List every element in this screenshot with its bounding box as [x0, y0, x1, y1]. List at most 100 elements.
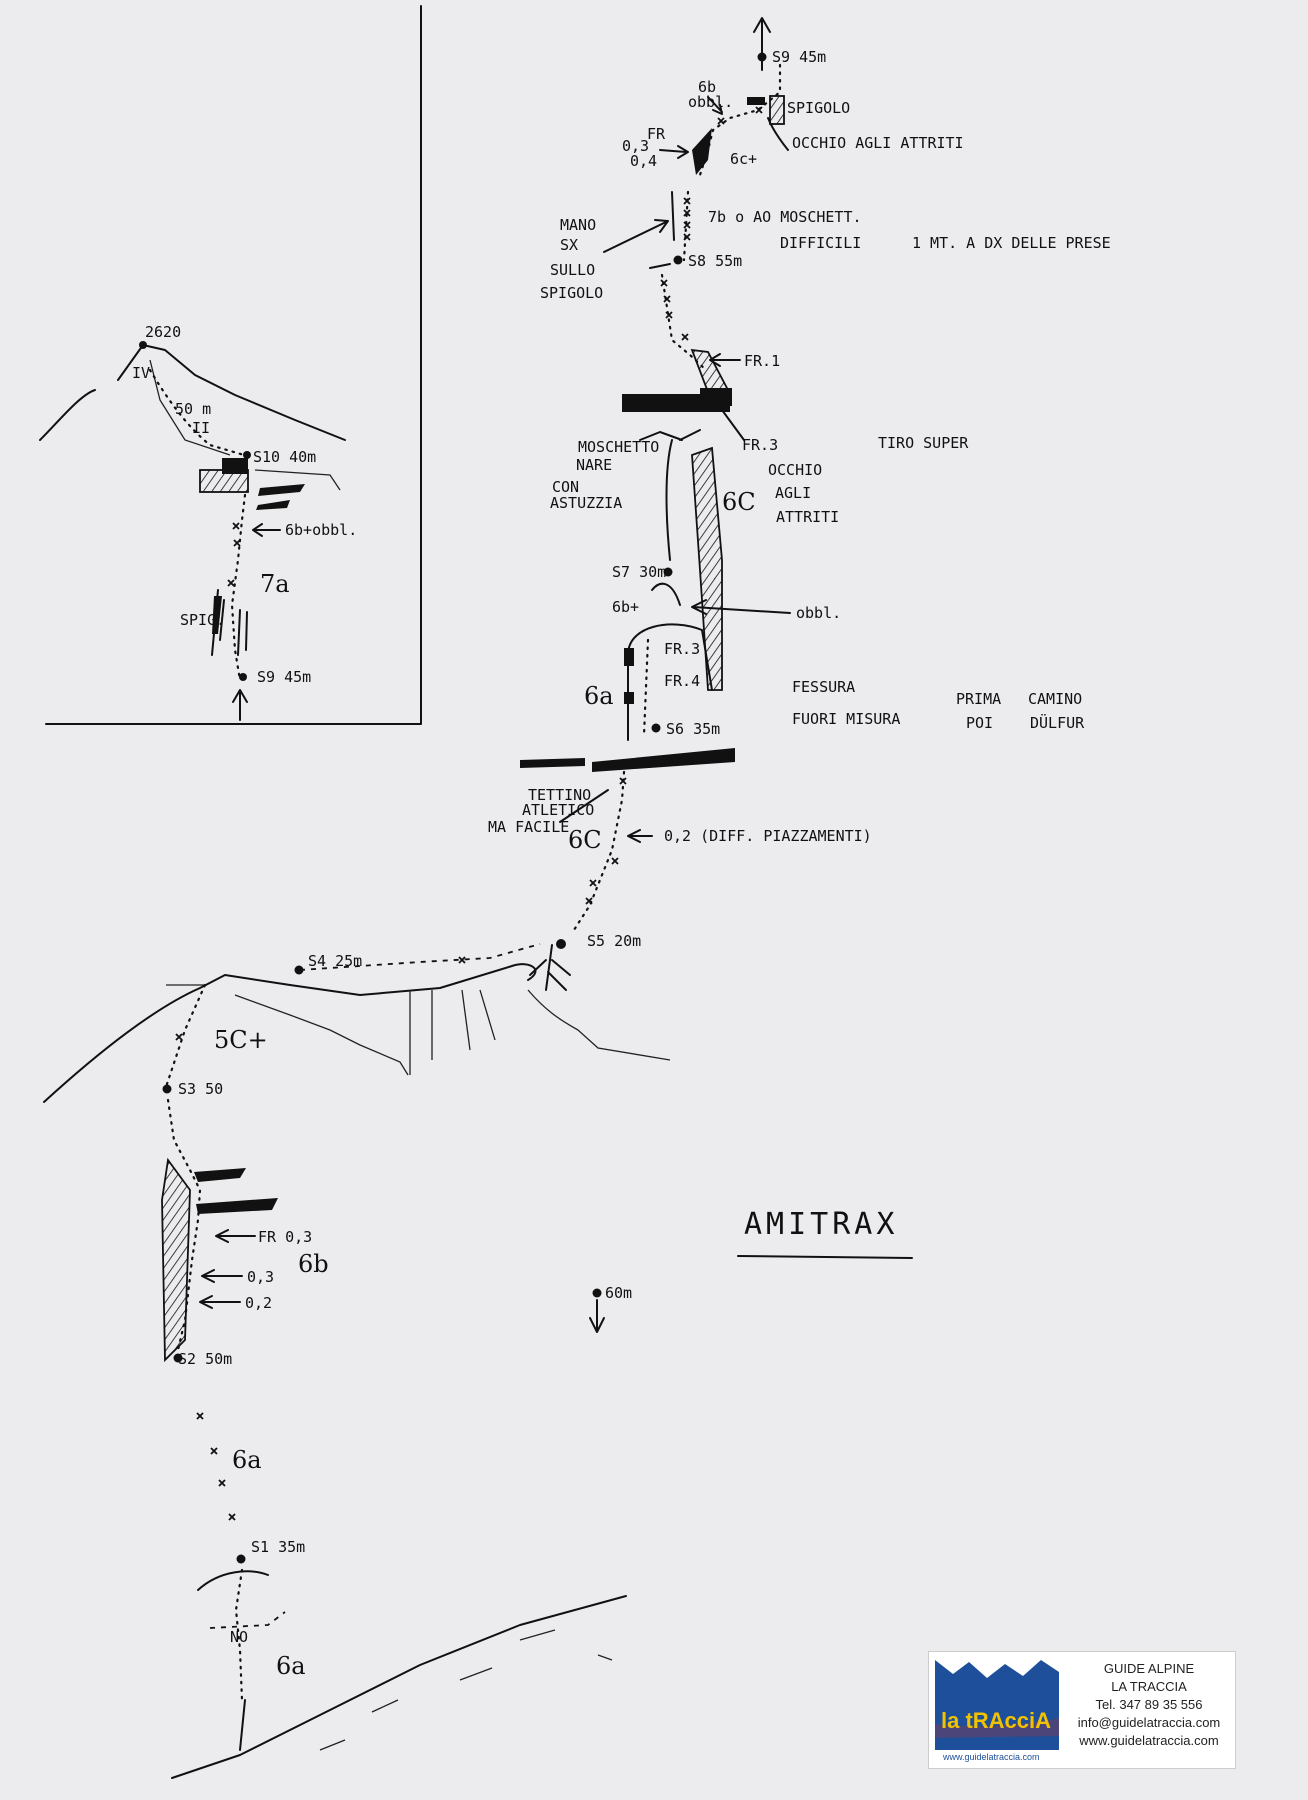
route-s6-s7	[642, 638, 650, 737]
title-underline	[737, 1255, 913, 1259]
chimney-top	[679, 429, 701, 441]
roof-band-right	[592, 748, 735, 772]
s4-dot	[294, 965, 304, 975]
diff-piazz: 0,2 (DIFF. PIAZZAMENTI)	[664, 827, 872, 845]
inset-s10-dot	[243, 451, 251, 459]
contact-phone: Tel. 347 89 35 556	[1095, 1697, 1203, 1712]
bolts-s8	[660, 279, 689, 341]
route-title: AMITRAX	[744, 1207, 898, 1242]
fr3-label-a: FR.3	[742, 436, 778, 454]
v02-arrow	[199, 1295, 241, 1309]
diff-arrow	[627, 829, 653, 843]
ground-marks	[319, 1629, 613, 1751]
bolts-s5	[585, 777, 627, 905]
fr4-label: FR.4	[664, 672, 700, 690]
fr03-arrow	[215, 1229, 256, 1243]
fr-arrow	[659, 145, 689, 159]
s5-label: S5 20m	[587, 932, 641, 950]
ledge-underside	[166, 984, 409, 1076]
inset-ridge-left	[39, 389, 96, 441]
contact-email: info@guidelatraccia.com	[1077, 1715, 1221, 1730]
moschetto-3: CON	[552, 478, 579, 496]
inset-grade-ii: II	[192, 419, 210, 437]
inset-roof-2	[258, 484, 305, 496]
top-flake	[692, 128, 712, 175]
ground-line	[171, 1595, 627, 1779]
s5-slope	[527, 989, 671, 1061]
traverse-s4-s5	[299, 943, 541, 971]
mountain-logo-icon: la tRAcciA www.guidelatraccia.com	[935, 1660, 1059, 1762]
moschetto-arrow	[639, 431, 683, 441]
moschetto-1: MOSCHETTO	[578, 438, 659, 456]
inset-spigolo-shade	[212, 596, 222, 634]
inset-ledge	[254, 469, 341, 491]
fr-val-b: 0,4	[630, 152, 657, 170]
bolt-top-2	[717, 117, 725, 125]
logo-card: la tRAcciA www.guidelatraccia.com GUIDE …	[928, 1651, 1236, 1769]
s7-label: S7 30m	[612, 563, 666, 581]
inset-grade-6b-obbl: 6b+obbl.	[285, 521, 357, 539]
prima-2: POI	[966, 714, 993, 732]
s1-dot	[236, 1554, 246, 1564]
moschetto-2: NARE	[576, 456, 612, 474]
grade-6a-low: 6a	[232, 1446, 262, 1474]
occhio-top-arrow	[767, 117, 789, 151]
tiro-super: TIRO SUPER	[878, 434, 969, 452]
fr3-arrow	[721, 409, 745, 441]
contact-block: GUIDE ALPINE LA TRACCIA Tel. 347 89 35 5…	[1065, 1660, 1233, 1750]
bolts-s1-s2	[196, 1412, 236, 1521]
prima-1: PRIMA	[956, 690, 1001, 708]
mano-arrow	[603, 219, 669, 253]
inset-s9-label: S9 45m	[257, 668, 311, 686]
mano-1: MANO	[560, 216, 596, 234]
s1-ledge	[209, 1611, 286, 1629]
route-s3-s4	[163, 983, 207, 1092]
s1-label: S1 35m	[251, 1538, 305, 1556]
big-ledge	[43, 963, 537, 1103]
grade-7b: 7b o AO MOSCHETT.	[708, 208, 862, 226]
inset-hatch-block	[199, 469, 249, 493]
arch-block-2	[624, 692, 634, 704]
top-roof	[747, 97, 765, 105]
inset-ridge	[117, 344, 346, 441]
occhio-top: OCCHIO AGLI ATTRITI	[792, 134, 964, 152]
chimney-left	[665, 439, 673, 561]
inset-up-arrow	[232, 689, 248, 721]
moschetto-4: ASTUZZIA	[550, 494, 622, 512]
spigolo-top: SPIGOLO	[787, 99, 850, 117]
top-hatch	[769, 95, 785, 125]
base-line	[239, 1699, 246, 1751]
occhio-1: OCCHIO	[768, 461, 822, 479]
s4-label: S4 25m	[308, 952, 362, 970]
contact-line-1: GUIDE ALPINE	[1103, 1661, 1195, 1676]
roof-s3-1	[194, 1168, 246, 1182]
tettino-arrow	[559, 789, 609, 823]
dihedral-hatch	[691, 446, 723, 691]
fr03-label: FR 0,3	[258, 1228, 312, 1246]
inset-summit-label: 2620	[145, 323, 181, 341]
arch-block-1	[624, 648, 634, 666]
logo-brand-text: la tRAcciA	[941, 1708, 1051, 1733]
fr-val-a: 0,3	[622, 137, 649, 155]
s8-label: S8 55m	[688, 252, 742, 270]
inset-s10-label: S10 40m	[253, 448, 316, 466]
grade-6a-base: 6a	[276, 1652, 306, 1680]
mano-2: SX	[560, 236, 578, 254]
s6-label: S6 35m	[666, 720, 720, 738]
tree	[529, 944, 571, 991]
fr1-flake	[690, 348, 730, 393]
obbl-mid-arrow	[691, 599, 791, 615]
logo-brand-sub: www.guidelatraccia.com	[942, 1752, 1040, 1762]
s7-pillar	[651, 582, 681, 606]
s2-label: S2 50m	[178, 1350, 232, 1368]
inset-arrowhead-6b	[252, 523, 263, 537]
inset-fifty-m: 50 m	[175, 400, 211, 418]
fr-label: FR	[647, 125, 666, 143]
inset-grade-7a: 7a	[260, 570, 290, 598]
grade-6b-low: 6b	[298, 1250, 329, 1278]
roof-band-left	[520, 758, 585, 768]
s3-label: S3 50	[178, 1080, 223, 1098]
s9-dot	[757, 52, 767, 62]
bolt-top-1	[755, 106, 763, 114]
